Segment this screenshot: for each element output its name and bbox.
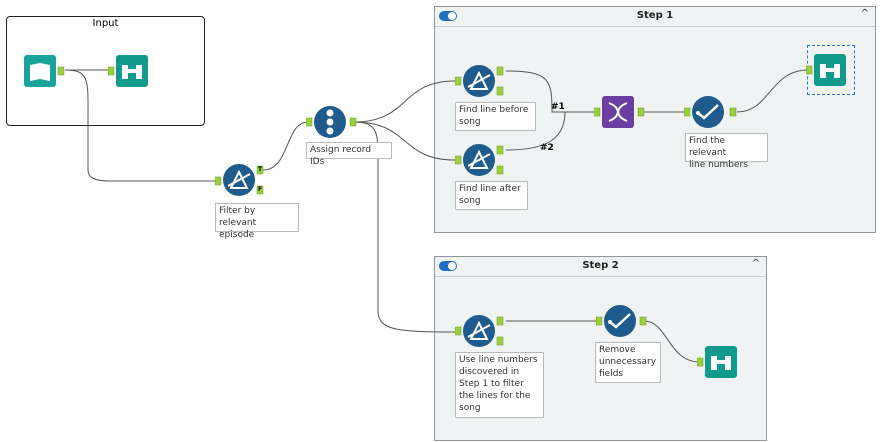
wire-recordid-findbefore (353, 80, 456, 123)
find-after-tool[interactable] (454, 144, 509, 176)
wire-recordid-findafter (353, 121, 456, 161)
join-tool[interactable] (593, 95, 646, 129)
select-relevant-label: Find the relevant line numbers (685, 133, 768, 170)
filter-episode-true-anchor: T (258, 166, 263, 173)
step2-toggle[interactable] (439, 261, 457, 271)
filter-episode-label: Filter by relevant episode (215, 203, 299, 240)
step2-header: Step 2 ^ (435, 257, 766, 277)
remove-fields-tool[interactable] (595, 305, 650, 337)
step2-filter-label: Use line numbers discovered in Step 1 to… (455, 352, 544, 418)
select-relevant-tool[interactable] (683, 96, 738, 128)
step1-collapse-icon[interactable]: ^ (860, 8, 869, 19)
record-id-label: Assign record IDs (306, 142, 392, 167)
step1-header: Step 1 ^ (435, 7, 875, 27)
wire-input-filter (64, 69, 217, 182)
record-id-tool[interactable] (305, 106, 358, 138)
wire-select-browse2 (643, 320, 701, 363)
browse-tool-step1[interactable] (805, 54, 848, 86)
input-container-title: Input (92, 18, 119, 29)
find-before-tool[interactable] (454, 65, 509, 97)
filter-episode-false-anchor: F (258, 186, 263, 193)
step2-collapse-icon[interactable]: ^ (751, 258, 760, 269)
browse-tool-input[interactable] (107, 55, 148, 87)
input-data-tool[interactable] (24, 55, 66, 87)
join-anchor-1: #1 (551, 102, 565, 112)
find-after-label: Find line after song (455, 181, 528, 210)
step2-title: Step 2 (582, 260, 619, 271)
step1-toggle[interactable] (439, 11, 457, 21)
filter-episode-tool[interactable] (214, 164, 267, 196)
step1-title: Step 1 (636, 10, 674, 21)
find-before-label: Find line before song (455, 102, 536, 131)
step2-filter-tool[interactable] (454, 315, 509, 347)
wire-recordid-step2 (353, 121, 456, 333)
wire-findbefore-join (505, 70, 596, 113)
remove-fields-label: Remove unnecessary fields (595, 342, 661, 383)
join-anchor-2: #2 (540, 143, 554, 153)
browse-tool-step2[interactable] (696, 346, 739, 378)
wire-filter-recordid (262, 121, 309, 171)
wire-select-browse (736, 69, 809, 113)
wire-findafter-join (505, 111, 596, 151)
